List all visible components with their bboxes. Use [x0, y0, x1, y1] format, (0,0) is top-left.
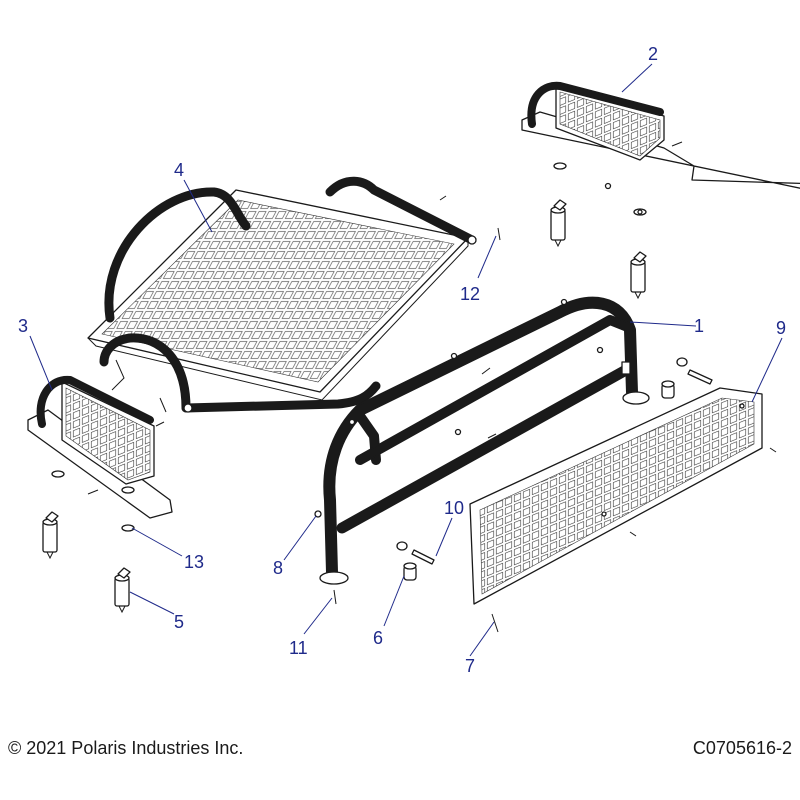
part-4-cargo-rack — [87, 176, 477, 413]
washer — [396, 541, 408, 551]
washer-top — [676, 357, 688, 367]
bolt-top — [687, 369, 713, 385]
callout-13: 13 — [184, 552, 204, 572]
part-6-spacer — [403, 562, 417, 581]
callout-3: 3 — [18, 316, 28, 336]
callout-7: 7 — [465, 656, 475, 676]
callout-5: 5 — [174, 612, 184, 632]
part-5-latch-pins — [42, 199, 647, 614]
small-hardware — [121, 195, 777, 633]
callout-12: 12 — [460, 284, 480, 304]
part-10-bolt — [411, 549, 435, 565]
callout-2: 2 — [648, 44, 658, 64]
callout-10: 10 — [444, 498, 464, 518]
callout-1: 1 — [694, 316, 704, 336]
leader-lines — [29, 63, 783, 657]
part-12-screw — [497, 227, 501, 241]
copyright-notice: © 2021 Polaris Industries Inc. — [8, 738, 244, 758]
part-7-screw — [491, 613, 499, 633]
screw — [439, 195, 447, 201]
part-13-washer — [121, 524, 135, 532]
callout-9: 9 — [776, 318, 786, 338]
part-8-nut — [314, 510, 322, 518]
callout-4: 4 — [174, 160, 184, 180]
nut — [637, 209, 643, 215]
callout-8: 8 — [273, 558, 283, 578]
part-1-rollbar-frame — [319, 296, 650, 585]
spacer-top — [661, 380, 675, 399]
callouts: 1 2 3 4 5 6 7 8 9 10 11 12 13 — [18, 44, 786, 676]
part-2-end-panel-right — [521, 81, 800, 216]
callout-11: 11 — [289, 638, 308, 658]
screw — [629, 531, 637, 537]
part-3-end-panel-left — [27, 375, 173, 519]
callout-6: 6 — [373, 628, 383, 648]
screw — [769, 447, 777, 453]
drawing-number: C0705616-2 — [692, 738, 792, 758]
part-9-side-mesh-panel — [469, 387, 763, 605]
part-11-screw — [333, 589, 337, 605]
